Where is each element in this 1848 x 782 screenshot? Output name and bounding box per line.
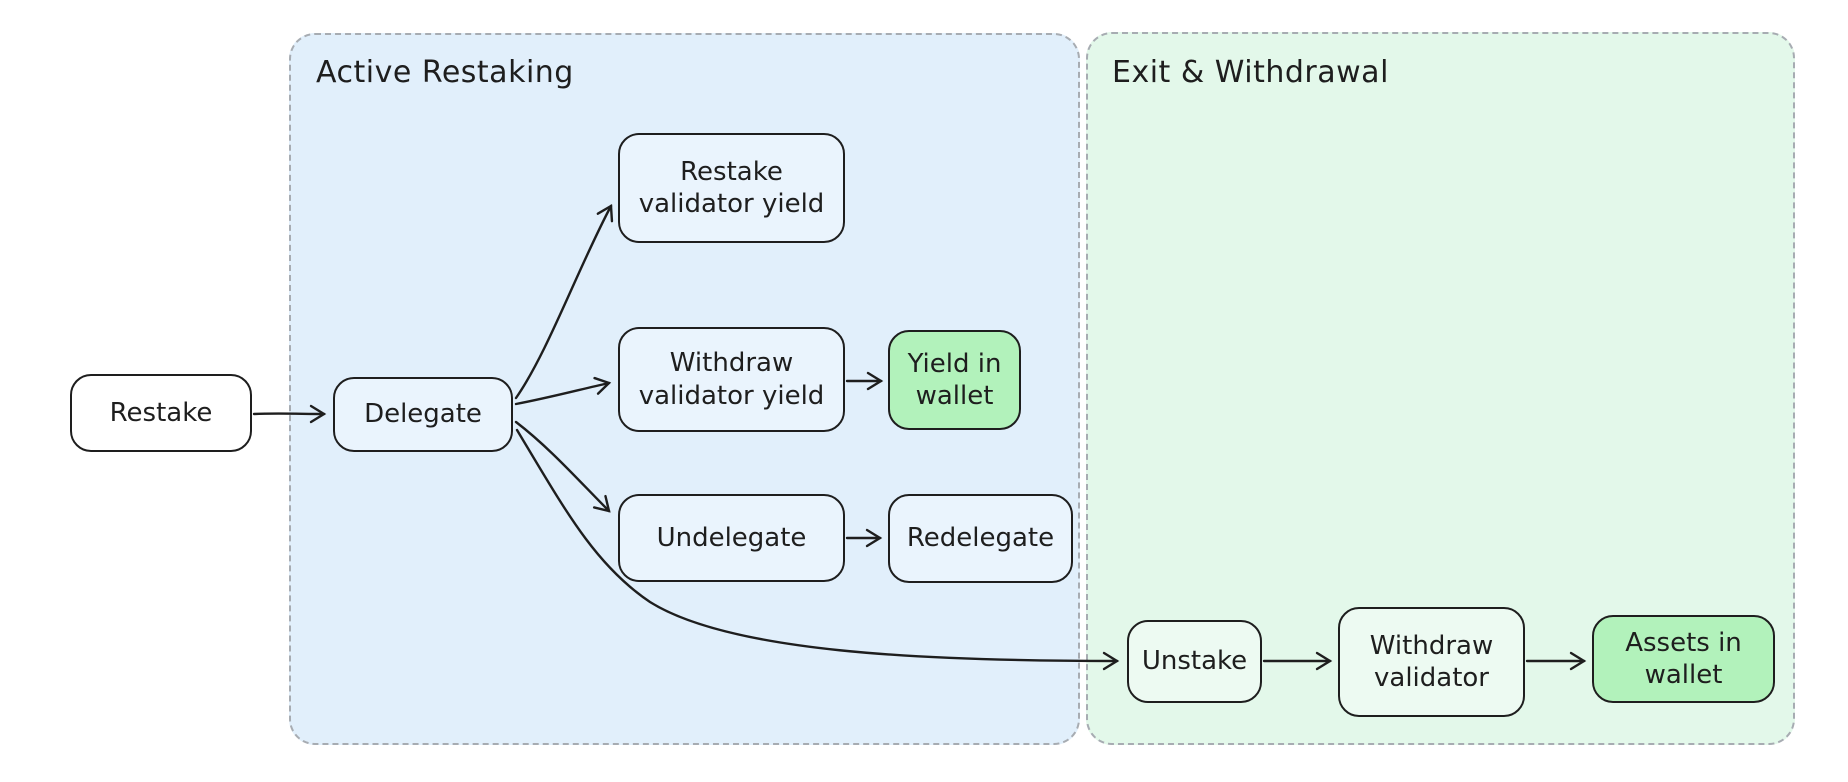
region-active-restaking-label: Active Restaking xyxy=(316,55,574,90)
node-undelegate: Undelegate xyxy=(618,494,845,582)
node-assets-in-wallet: Assets in wallet xyxy=(1592,615,1775,703)
node-withdraw-validator-yield: Withdraw validator yield xyxy=(618,327,845,432)
node-restake-validator-yield: Restake validator yield xyxy=(618,133,845,243)
edge-delegate-to-undelegate xyxy=(514,420,611,513)
node-restake: Restake xyxy=(70,374,252,452)
node-unstake: Unstake xyxy=(1127,620,1262,703)
edge-delegate-to-restake-validator-yield xyxy=(514,203,614,400)
edge-delegate-to-withdraw-validator-yield xyxy=(514,376,612,406)
node-redelegate: Redelegate xyxy=(888,494,1073,583)
node-yield-in-wallet: Yield in wallet xyxy=(888,330,1021,430)
node-delegate: Delegate xyxy=(333,377,513,452)
region-exit-withdrawal-label: Exit & Withdrawal xyxy=(1112,55,1389,90)
node-withdraw-validator: Withdraw validator xyxy=(1338,607,1525,717)
edge-delegate-to-unstake xyxy=(515,428,1120,671)
